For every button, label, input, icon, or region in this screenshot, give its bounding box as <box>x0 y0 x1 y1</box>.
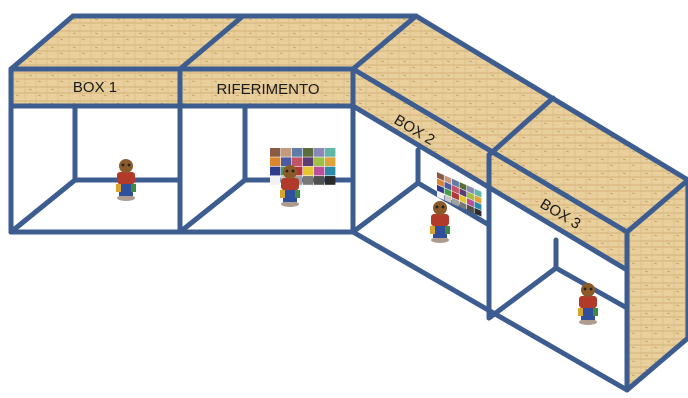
color-swatch <box>467 198 474 207</box>
color-swatch <box>292 148 303 157</box>
color-swatch <box>459 188 467 198</box>
label-panel-box3 <box>489 155 627 270</box>
color-swatch <box>459 182 467 191</box>
color-swatch <box>325 166 336 176</box>
color-swatch <box>314 166 325 176</box>
color-swatch <box>452 178 459 188</box>
color-swatch <box>303 157 314 167</box>
toy-figurine-icon <box>430 201 450 243</box>
color-checker-chart-icon <box>270 148 336 185</box>
color-checker-chart-box2 <box>437 172 482 217</box>
toy-figurine-icon <box>116 159 136 201</box>
label-box1: BOX 1 <box>73 79 117 96</box>
frame-lines <box>8 13 688 393</box>
color-swatch <box>444 194 452 204</box>
color-swatch <box>292 157 303 167</box>
toy-figurine-icon <box>578 283 598 325</box>
roof-panel-box1 <box>11 16 243 69</box>
color-swatch <box>303 166 314 176</box>
roof-panel-box3 <box>489 98 688 232</box>
color-swatch <box>444 181 452 191</box>
color-swatch <box>474 195 482 204</box>
label-panel-box1 <box>11 69 180 106</box>
color-swatch <box>270 176 281 185</box>
color-swatch <box>452 191 459 201</box>
label-panel-box2 <box>353 69 489 190</box>
color-swatch <box>325 148 336 157</box>
toy-figurine-icon <box>280 165 300 207</box>
color-swatch <box>303 176 314 185</box>
color-swatch <box>325 176 336 185</box>
color-swatch <box>437 172 444 181</box>
color-checker-chart-reference <box>270 148 336 185</box>
color-swatch <box>437 191 444 200</box>
color-swatch <box>281 157 292 167</box>
color-swatch <box>314 148 325 157</box>
roof-panel-reference <box>180 16 416 69</box>
color-swatch <box>467 185 474 195</box>
color-swatch <box>270 148 281 157</box>
label-reference: RIFERIMENTO <box>216 81 319 98</box>
color-swatch <box>314 176 325 185</box>
color-checker-chart-icon <box>437 172 482 217</box>
roof-panel-box2 <box>353 16 553 155</box>
color-swatch <box>437 178 444 188</box>
color-swatch <box>270 166 281 176</box>
color-swatch <box>459 201 467 210</box>
color-swatch <box>444 175 452 185</box>
color-swatch <box>474 188 482 198</box>
color-swatch <box>459 194 467 204</box>
color-swatch <box>314 157 325 167</box>
side-panel-right <box>627 180 688 390</box>
color-swatch <box>281 148 292 157</box>
label-panel-reference <box>180 69 353 106</box>
color-swatch <box>467 204 474 214</box>
color-swatch <box>452 197 459 207</box>
color-swatch <box>292 166 303 176</box>
color-swatch <box>452 185 459 194</box>
color-swatch <box>325 157 336 167</box>
color-swatch <box>474 201 482 211</box>
color-swatch <box>444 188 452 197</box>
color-swatch <box>437 184 444 194</box>
color-swatch <box>303 148 314 157</box>
color-swatch <box>270 157 281 167</box>
color-swatch <box>467 191 474 201</box>
color-swatch <box>474 207 482 217</box>
